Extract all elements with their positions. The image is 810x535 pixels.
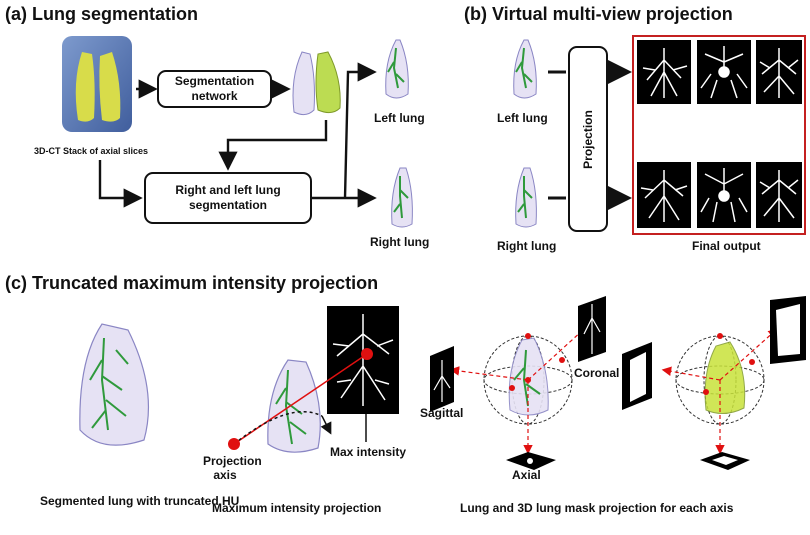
truncated-hu-lung-image: [79, 323, 149, 446]
coronal-label: Coronal: [574, 366, 620, 380]
left-lung-image-b: [513, 39, 537, 99]
right-left-segmentation-box: Right and left lung segmentation: [144, 172, 312, 224]
section-title-a: (a) Lung segmentation: [5, 4, 198, 24]
max-intensity-image: [327, 306, 399, 414]
sagittal-label: Sagittal: [420, 406, 464, 420]
left-lung-label-b: Left lung: [497, 111, 548, 125]
caption-mip: Maximum intensity projection: [212, 501, 382, 515]
ct-stack-caption: 3D-CT Stack of axial slices: [34, 146, 149, 156]
final-output-frame: [632, 35, 806, 235]
right-lung-image-b: [515, 167, 537, 228]
right-lung-image-a: [391, 167, 413, 228]
right-lung-label-a: Right lung: [370, 235, 430, 249]
mip-lung-image: [267, 359, 321, 453]
mip-tile-6: [756, 162, 802, 228]
ct-stack-image: [62, 36, 132, 132]
mip-tile-1: [637, 40, 691, 104]
mip-tile-2: [697, 40, 751, 104]
left-lung-label-a: Left lung: [374, 111, 425, 125]
section-title-c: (c) Truncated maximum intensity projecti…: [5, 273, 379, 293]
axial-label: Axial: [512, 468, 541, 482]
right-lung-label-b: Right lung: [497, 239, 557, 253]
mip-tile-5: [697, 162, 751, 228]
section-title-b: (b) Virtual multi-view projection: [464, 4, 733, 24]
mip-tile-4: [637, 162, 691, 228]
final-output-label: Final output: [692, 239, 761, 253]
projection-box: Projection: [568, 46, 608, 232]
max-intensity-label: Max intensity: [330, 445, 407, 459]
segmentation-network-box: Segmentation network: [157, 70, 272, 108]
segmented-lungs-image: [292, 51, 341, 116]
left-lung-image-a: [385, 39, 409, 99]
mip-tile-3: [756, 40, 802, 104]
caption-segmented-lung: Segmented lung with truncated HU: [40, 494, 240, 508]
caption-axis-projection: Lung and 3D lung mask projection for eac…: [460, 501, 734, 515]
